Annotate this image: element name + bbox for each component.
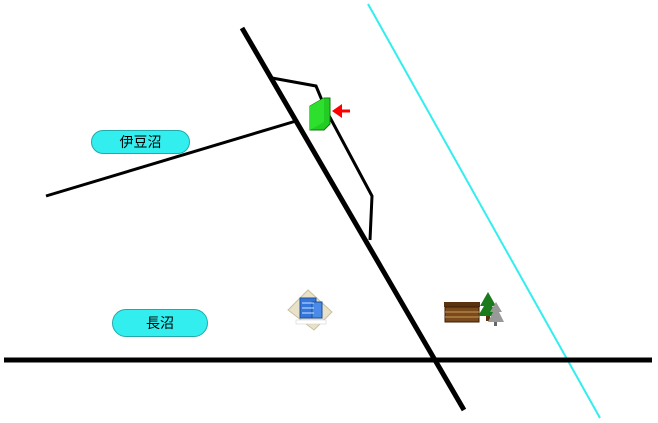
office-building-icon[interactable] bbox=[287, 289, 333, 331]
branch-road-west bbox=[45, 119, 297, 198]
place-label-naganuma[interactable]: 長沼 bbox=[112, 309, 208, 337]
main-road-diagonal bbox=[239, 26, 467, 412]
red-arrow-icon bbox=[332, 104, 350, 118]
green-station-icon[interactable] bbox=[309, 97, 331, 131]
river-line bbox=[367, 3, 601, 419]
place-label-izunuma[interactable]: 伊豆沼 bbox=[91, 130, 190, 154]
log-cabin-icon[interactable] bbox=[444, 302, 480, 323]
pine-trees-icon bbox=[478, 292, 504, 326]
